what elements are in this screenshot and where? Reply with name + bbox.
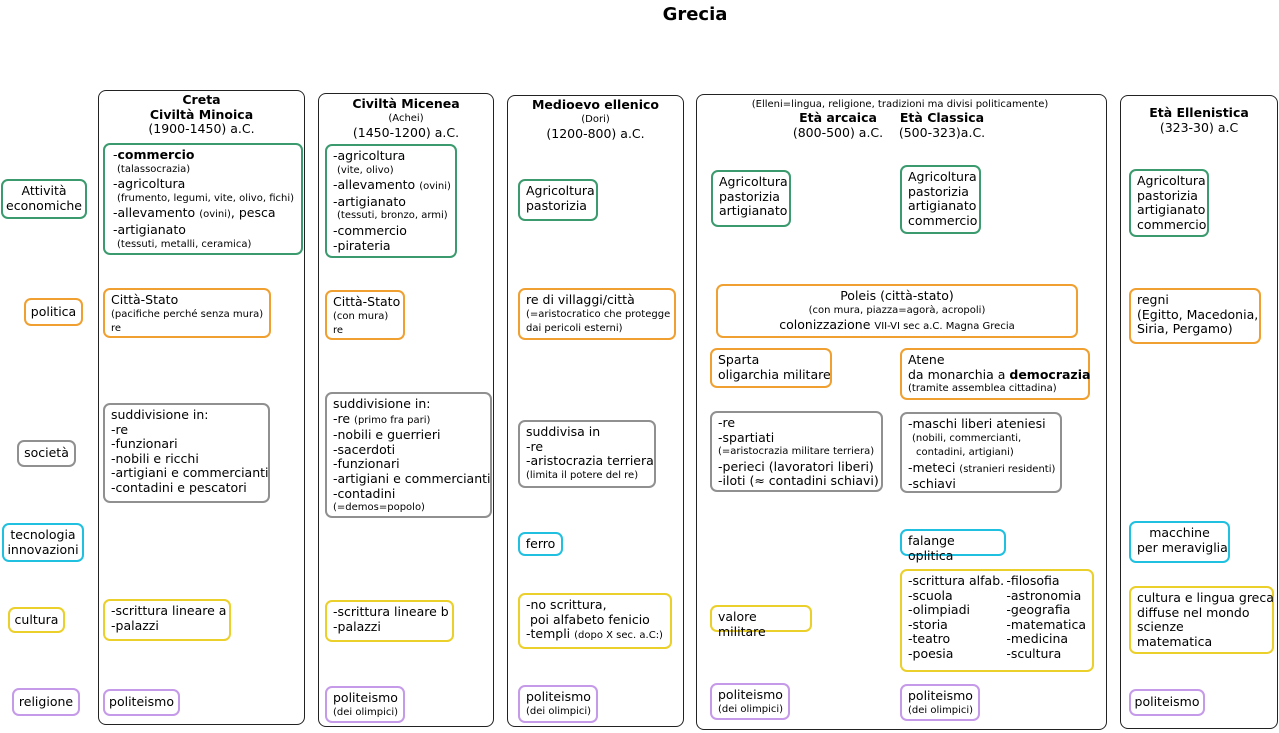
minoan-religion-box: politeismo xyxy=(103,689,180,716)
list-item: -funzionari xyxy=(111,436,178,452)
page-title: Grecia xyxy=(662,4,728,25)
column-hellenistic xyxy=(1120,95,1278,729)
minoan-economy-box: -commercio (talassocrazia) -agricoltura … xyxy=(103,143,303,255)
classical-religion-box: politeismo (dei olimpici) xyxy=(900,684,980,721)
column-mycenaean xyxy=(318,93,494,727)
classical-culture-box: -scrittura alfab. -scuola -olimpiadi -st… xyxy=(900,569,1094,672)
minoan-society-box: suddivisione in: -re -funzionari -nobili… xyxy=(103,403,270,503)
archaic-religion-box: politeismo (dei olimpici) xyxy=(710,683,790,720)
dark-age-society-box: suddivisa in -re -aristocrazia terriera … xyxy=(518,420,656,488)
dark-age-header: Medioevo ellenico (Dori) (1200-800) a.C. xyxy=(531,97,659,142)
list-item: -contadini e pescatori xyxy=(111,479,247,495)
row-label-politics: politica xyxy=(24,298,83,326)
column-dark-age xyxy=(507,95,684,727)
row-label-religion: religione xyxy=(12,688,80,716)
list-item: -artigiani e commercianti xyxy=(111,465,269,481)
archaic-header: Età arcaica (800-500) a.C. xyxy=(792,110,884,140)
hellenistic-economy-box: Agricoltura pastorizia artigianato comme… xyxy=(1129,169,1209,237)
mycenaean-economy-box: -agricoltura (vite, olivo) -allevamento … xyxy=(325,144,457,258)
minoan-politics-box: Città-Stato (pacifiche perché senza mura… xyxy=(103,288,271,338)
mycenaean-society-box: suddivisione in: -re (primo fra pari) -n… xyxy=(325,392,492,518)
dark-age-politics-box: re di villaggi/città (=aristocratico che… xyxy=(518,288,676,340)
row-label-technology: tecnologia innovazioni xyxy=(2,523,84,562)
poleis-box: Poleis (città-stato) (con mura, piazza=a… xyxy=(716,284,1078,338)
hellenistic-religion-box: politeismo xyxy=(1129,689,1205,716)
greek-unity-note: (Elleni=lingua, religione, tradizioni ma… xyxy=(751,99,1049,110)
classical-header: Età Classica (500-323)a.C. xyxy=(898,110,986,140)
classical-economy-box: Agricoltura pastorizia artigianato comme… xyxy=(900,165,981,234)
athens-box: Atene da monarchia a democrazia (tramite… xyxy=(900,348,1090,400)
athens-society-box: -maschi liberi ateniesi (nobili, commerc… xyxy=(900,412,1062,493)
mycenaean-culture-box: -scrittura lineare b -palazzi xyxy=(325,600,454,642)
minoan-header: Creta Civiltà Minoica (1900-1450) a.C. xyxy=(148,92,255,137)
list-item: suddivisione in: xyxy=(111,407,209,422)
minoan-culture-box: -scrittura lineare a -palazzi xyxy=(103,599,231,641)
hellenistic-header: Età Ellenistica (323-30) a.C xyxy=(1149,105,1249,135)
row-label-culture: cultura xyxy=(8,607,65,633)
column-archaic-classical xyxy=(696,94,1107,730)
mycenaean-header: Civiltà Micenea (Achei) (1450-1200) a.C. xyxy=(352,96,460,141)
sparta-box: Sparta oligarchia militare xyxy=(710,348,832,388)
sparta-society-box: -re -spartiati (=aristocrazia militare t… xyxy=(710,411,883,492)
list-item: -re xyxy=(111,421,129,437)
mycenaean-religion-box: politeismo (dei olimpici) xyxy=(325,686,405,723)
hellenistic-culture-box: cultura e lingua greca diffuse nel mondo… xyxy=(1129,586,1274,654)
hellenistic-technology-box: macchine per meraviglia xyxy=(1129,521,1230,563)
dark-age-religion-box: politeismo (dei olimpici) xyxy=(518,685,598,723)
column-minoan xyxy=(98,90,305,725)
archaic-culture-box: valore militare xyxy=(710,605,812,638)
row-label-society: società xyxy=(17,440,76,467)
archaic-economy-box: Agricoltura pastorizia artigianato xyxy=(711,170,791,227)
dark-age-culture-box: -no scrittura, poi alfabeto fenicio -tem… xyxy=(518,593,672,649)
list-item: -nobili e ricchi xyxy=(111,450,199,466)
hellenistic-politics-box: regni (Egitto, Macedonia, Siria, Pergamo… xyxy=(1129,288,1261,344)
row-label-economy: Attività economiche xyxy=(1,179,87,219)
dark-age-economy-box: Agricoltura pastorizia xyxy=(518,179,598,221)
dark-age-technology-box: ferro xyxy=(518,532,563,556)
mycenaean-politics-box: Città-Stato (con mura) re xyxy=(325,290,405,340)
classical-technology-box: falange oplitica xyxy=(900,529,1006,562)
